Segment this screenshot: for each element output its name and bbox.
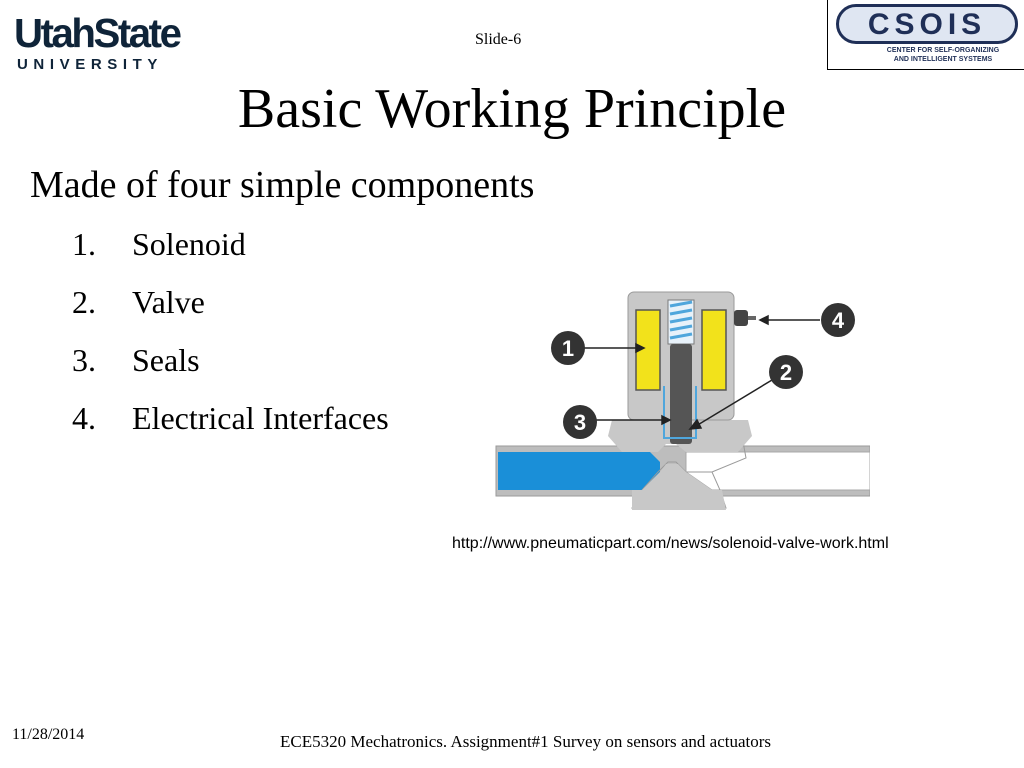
callout-1: 1 (551, 331, 585, 365)
coil-right (701, 309, 727, 391)
slide-number: Slide-6 (475, 31, 522, 48)
csois-logo-text: CSOIS (867, 8, 987, 41)
list-item-number: 4. (72, 400, 96, 436)
slide-subtitle: Made of four simple components (30, 164, 535, 206)
list-item-label: Seals (132, 342, 200, 378)
callout-3: 3 (563, 405, 597, 439)
plunger (670, 344, 692, 444)
seal (663, 386, 697, 439)
callout-4-label: 4 (832, 308, 845, 333)
callout-arrows (582, 314, 820, 430)
source-url: http://www.pneumaticpart.com/news/soleno… (452, 535, 889, 552)
slide-title: Basic Working Principle (237, 78, 787, 140)
connector-pin (748, 316, 756, 320)
csois-logo: CSOIS CENTER FOR SELF-ORGANIZING AND INT… (827, 0, 1024, 70)
list-item-label: Valve (132, 284, 205, 320)
usu-logo-name: UtahState (14, 10, 182, 56)
list-item-label: Solenoid (132, 226, 246, 262)
list-item: 2. Valve (72, 282, 389, 340)
spring (669, 300, 693, 340)
callout-2-label: 2 (780, 360, 792, 385)
callout-2: 2 (769, 355, 803, 389)
fluid-inlet (498, 452, 660, 490)
list-item-label: Electrical Interfaces (132, 400, 389, 436)
valve-base (632, 464, 726, 510)
fluid-outlet (685, 451, 870, 491)
list-item-number: 2. (72, 284, 96, 320)
slide-date: 11/28/2014 (12, 726, 85, 743)
callout-4: 4 (821, 303, 855, 337)
csois-logo-caption-line2: AND INTELLIGENT SYSTEMS (893, 56, 993, 63)
electrical-connector (734, 310, 748, 326)
list-item-number: 3. (72, 342, 96, 378)
utah-state-university-logo: UtahState UNIVERSITY (14, 10, 202, 74)
list-item-number: 1. (72, 226, 96, 262)
list-item: 4. Electrical Interfaces (72, 398, 389, 456)
valve-seat (620, 435, 747, 509)
list-item: 3. Seals (72, 340, 389, 398)
usu-logo-subtitle: UNIVERSITY (17, 56, 164, 73)
solenoid-valve-diagram: 1 2 3 4 (495, 291, 870, 510)
csois-logo-caption-line1: CENTER FOR SELF-ORGANIZING (886, 47, 1000, 54)
list-item: 1. Solenoid (72, 224, 389, 282)
component-list: 1. Solenoid 2. Valve 3. Seals 4. Electrical … (72, 224, 389, 456)
csois-logo-mark: CSOIS (836, 4, 1018, 44)
callout-1-label: 1 (562, 336, 574, 361)
slide-footer: ECE5320 Mechatronics. Assignment#1 Surve… (280, 732, 772, 751)
callout-3-label: 3 (574, 410, 586, 435)
